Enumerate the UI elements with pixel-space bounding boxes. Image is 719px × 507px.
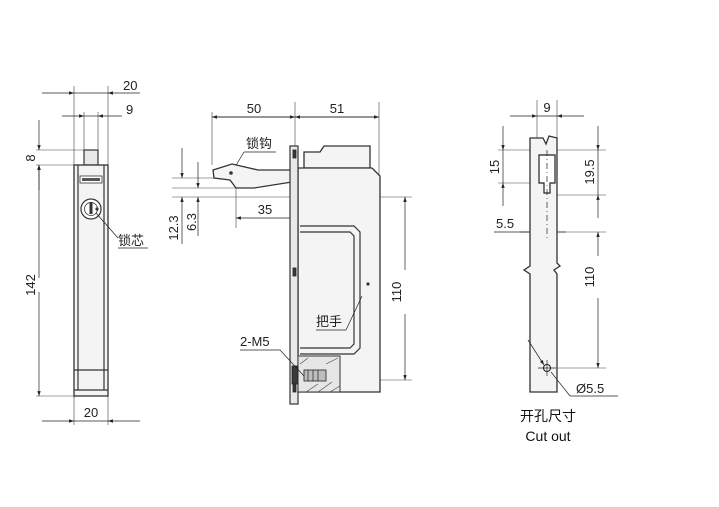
dim-offset-a: 12.3 <box>166 215 181 240</box>
side-view: 50 51 锁钩 12.3 6.3 35 <box>166 101 412 405</box>
label-handle: 把手 <box>316 315 342 330</box>
dim-top-height: 8 <box>23 154 38 161</box>
hole-leader-arrow <box>527 339 545 366</box>
handle-leader <box>345 295 363 331</box>
screw-leader <box>279 349 305 377</box>
hole-leader <box>550 371 571 397</box>
dim-inner-width: 9 <box>126 102 133 117</box>
dim-hook-length: 50 <box>247 101 261 116</box>
label-hook: 锁钩 <box>246 136 272 152</box>
dim-bottom-width: 20 <box>84 405 98 420</box>
hole-diameter: Ø5.5 <box>576 381 604 396</box>
dim-slot-total: 19.5 <box>582 159 597 184</box>
lock-pin <box>95 207 99 211</box>
plate-clip <box>292 149 297 159</box>
dim-top-width: 20 <box>123 78 137 93</box>
core-leader <box>95 212 119 239</box>
caption-cn: 开孔尺寸 <box>520 408 576 424</box>
handle-recess-inner <box>300 231 355 349</box>
key-slot <box>89 202 93 214</box>
dim-slot-height: 15 <box>487 160 502 174</box>
hole-diameter-value: 5.5 <box>586 381 604 396</box>
diameter-symbol: Ø <box>576 381 586 396</box>
dim-body-width: 51 <box>330 101 344 116</box>
cutout-view: 9 15 19.5 5.5 110 Ø5.5 <box>487 100 618 444</box>
caption-en: Cut out <box>525 428 570 444</box>
label-screw: 2-M5 <box>240 334 270 349</box>
hook-tip <box>83 149 99 166</box>
label-core: 锁芯 <box>118 233 144 249</box>
hook-pin <box>229 171 233 175</box>
plate-clip <box>292 267 297 277</box>
dim-reach: 35 <box>258 202 272 217</box>
dim-height: 110 <box>582 267 597 288</box>
front-view: 20 9 8 142 锁芯 2 <box>23 78 148 425</box>
boss-hatch <box>299 357 341 393</box>
plate-clip <box>292 383 297 393</box>
handle-recess <box>300 225 361 355</box>
dim-edge: 5.5 <box>496 216 514 231</box>
lock-hook <box>212 163 293 189</box>
slot-opening <box>538 154 556 194</box>
dim-slot-width: 9 <box>543 100 550 115</box>
dim-height: 142 <box>23 274 38 296</box>
handle-top <box>303 145 371 169</box>
logo-mark <box>82 178 100 181</box>
dim-offset-b: 6.3 <box>184 213 199 231</box>
panel-cutout <box>522 135 562 393</box>
dim-height: 110 <box>389 282 404 303</box>
body-dot <box>366 282 370 286</box>
screw-icon <box>303 369 327 382</box>
